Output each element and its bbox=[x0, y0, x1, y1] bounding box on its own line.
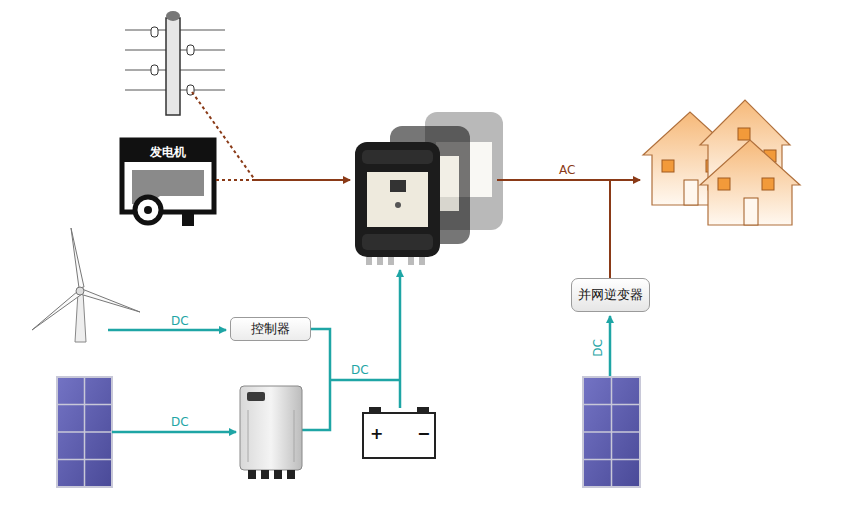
mppt-controller bbox=[294, 410, 295, 462]
dc-label: DC bbox=[591, 339, 605, 357]
battery-symbol bbox=[363, 413, 435, 458]
mppt-controller bbox=[274, 470, 282, 479]
inverter-front bbox=[395, 202, 401, 208]
houses bbox=[738, 128, 750, 140]
node-text: 并网逆变器 bbox=[578, 287, 643, 303]
ac-output-arrow bbox=[497, 179, 640, 181]
solar-panel bbox=[57, 431, 112, 433]
solar-panel bbox=[57, 377, 112, 487]
mppt-controller bbox=[247, 392, 265, 401]
inverter-front bbox=[355, 142, 440, 265]
solar-panel bbox=[57, 377, 112, 487]
ac-input-arrow bbox=[255, 179, 350, 181]
dc-grid-inverter-arrow bbox=[609, 316, 612, 376]
node-text: 发电机 bbox=[150, 145, 186, 160]
solar-panel bbox=[583, 404, 640, 406]
houses bbox=[700, 140, 800, 225]
houses bbox=[643, 100, 800, 225]
generator-icon bbox=[122, 140, 214, 226]
inverter-front bbox=[390, 180, 406, 192]
inverter-front bbox=[377, 257, 383, 265]
mppt-controller bbox=[240, 386, 302, 479]
ac-label: AC bbox=[559, 163, 575, 177]
wind-turbine bbox=[75, 292, 86, 342]
mppt-controller bbox=[240, 386, 302, 470]
solar-panel bbox=[583, 459, 640, 461]
wind-turbine bbox=[32, 291, 82, 330]
houses bbox=[744, 198, 758, 225]
dc-bus-wire bbox=[330, 379, 400, 382]
solar-panel bbox=[57, 459, 112, 461]
dc-label: DC bbox=[171, 314, 189, 328]
dc-label: DC bbox=[171, 415, 189, 429]
solar-panel bbox=[583, 377, 640, 487]
utility-pole bbox=[166, 18, 180, 115]
solar-panel bbox=[57, 404, 112, 406]
dc-inverter-arrow bbox=[399, 270, 402, 408]
dc-solar-arrow bbox=[112, 431, 236, 434]
mppt-controller bbox=[287, 470, 295, 479]
wind-turbine bbox=[76, 287, 84, 295]
houses bbox=[684, 180, 698, 205]
dotted-generator-link bbox=[216, 179, 255, 181]
ac-grid-tie-line bbox=[609, 180, 611, 290]
inverter-front bbox=[419, 257, 425, 265]
houses bbox=[718, 178, 730, 190]
generator-icon bbox=[135, 197, 161, 223]
mppt-controller bbox=[248, 470, 256, 479]
controller-box: 控制器 bbox=[230, 317, 311, 341]
wind-turbine bbox=[80, 289, 140, 312]
battery-symbol bbox=[363, 407, 435, 458]
utility-pole bbox=[125, 11, 225, 115]
dc-label: DC bbox=[351, 363, 369, 377]
grid-inverter-box: 并网逆变器 bbox=[571, 278, 650, 312]
mppt-controller bbox=[248, 410, 249, 462]
utility-pole bbox=[166, 11, 180, 21]
inverter-front bbox=[388, 257, 394, 265]
mppt-controller bbox=[261, 470, 269, 479]
inverter-front bbox=[367, 172, 428, 227]
generator-label: 发电机 bbox=[142, 143, 194, 162]
generator-icon bbox=[144, 206, 152, 214]
houses bbox=[662, 160, 674, 172]
utility-pole bbox=[151, 27, 158, 37]
node-text: 控制器 bbox=[251, 321, 290, 337]
utility-pole bbox=[151, 65, 158, 75]
generator-icon bbox=[182, 212, 194, 226]
inverter-front bbox=[408, 257, 414, 265]
houses bbox=[762, 178, 774, 190]
inverter-front bbox=[355, 142, 440, 257]
generator-icon bbox=[124, 142, 212, 162]
inverter-front bbox=[362, 150, 433, 164]
inverter-front bbox=[362, 234, 433, 250]
battery-plus: + bbox=[370, 425, 383, 443]
inverter-front bbox=[366, 257, 372, 265]
wind-turbine bbox=[71, 228, 84, 288]
dc-wind-arrow bbox=[108, 329, 226, 332]
solar-panel bbox=[583, 431, 640, 433]
battery-minus: − bbox=[417, 425, 430, 443]
solar-panel bbox=[583, 377, 640, 487]
wind-turbine bbox=[32, 228, 140, 342]
utility-pole bbox=[187, 45, 194, 55]
